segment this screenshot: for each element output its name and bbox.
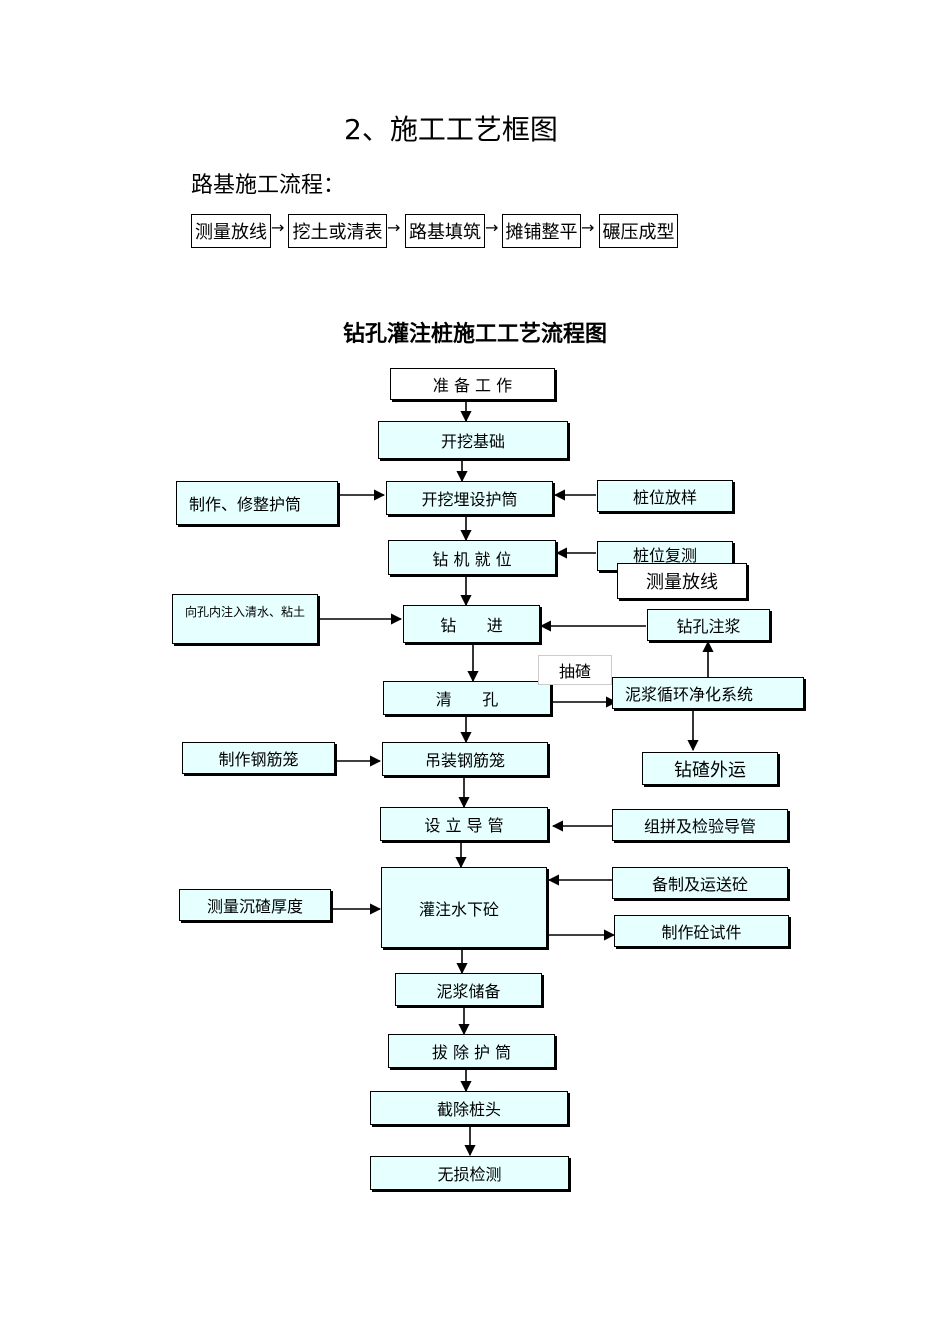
- side-extract-slag: 抽碴: [538, 655, 612, 685]
- side-assemble-pipe: 组拼及检验导管: [612, 809, 788, 841]
- road-arrow-3: →: [485, 218, 499, 237]
- step-rig-position: 钻 机 就 位: [388, 540, 556, 575]
- road-step-fill: 路基填筑: [405, 214, 485, 248]
- step-pour-concrete: 灌注水下砼: [381, 867, 547, 948]
- side-drill-slurry: 钻孔注浆: [647, 609, 770, 641]
- side-make-specimen: 制作砼试件: [614, 915, 789, 947]
- step-nondestructive-test: 无损检测: [370, 1156, 569, 1190]
- step-remove-casing: 拔 除 护 筒: [388, 1034, 555, 1068]
- step-hole-cleaning: 清 孔: [383, 681, 551, 715]
- step-prepare: 准 备 工 作: [390, 368, 555, 400]
- side-measure-sediment: 测量沉碴厚度: [179, 889, 331, 921]
- side-survey: 测量放线: [617, 563, 747, 599]
- road-step-survey: 测量放线: [191, 214, 271, 248]
- road-step-spread: 摊铺整平: [502, 214, 581, 248]
- road-arrow-1: →: [271, 218, 285, 237]
- step-bury-casing: 开挖埋设护筒: [386, 481, 553, 515]
- side-pile-layout: 桩位放样: [597, 480, 733, 512]
- side-make-cage: 制作钢筋笼: [182, 742, 335, 774]
- side-prepare-concrete: 备制及运送砼: [612, 867, 788, 899]
- side-slurry-circulation-system: 泥浆循环净化系统: [612, 677, 804, 709]
- side-make-casing: 制作、修整护筒: [176, 481, 338, 525]
- side-inject-water-clay: 向孔内注入清水、粘土: [172, 594, 318, 644]
- step-cut-pile-head: 截除桩头: [370, 1091, 568, 1125]
- step-excavate-foundation: 开挖基础: [378, 421, 568, 459]
- road-flow-heading: 路基施工流程：: [191, 173, 346, 198]
- step-slurry-storage: 泥浆储备: [395, 973, 542, 1006]
- step-hoist-cage: 吊装钢筋笼: [382, 742, 548, 776]
- side-slag-transport: 钻碴外运: [642, 752, 778, 785]
- road-step-compact: 碾压成型: [599, 214, 678, 248]
- road-arrow-2: →: [387, 218, 401, 237]
- road-arrow-4: →: [581, 218, 595, 237]
- section-title: 2、施工工艺框图: [344, 113, 558, 146]
- step-set-pipe: 设 立 导 管: [380, 807, 548, 841]
- flowchart-title: 钻孔灌注桩施工工艺流程图: [342, 322, 607, 347]
- step-drilling: 钻 进: [403, 605, 540, 643]
- road-step-excavate: 挖土或清表: [288, 214, 387, 248]
